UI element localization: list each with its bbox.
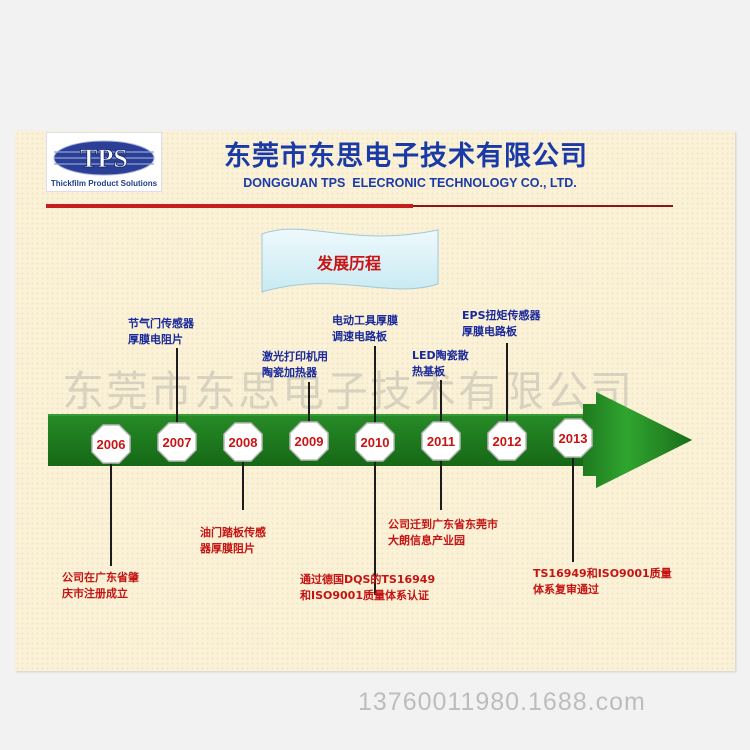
year-label: 2007 bbox=[162, 434, 192, 450]
octagon-shape bbox=[553, 418, 593, 458]
year-label: 2013 bbox=[558, 430, 588, 446]
milestone-line: 激光打印机用 bbox=[262, 350, 328, 363]
milestone-line: TS16949和ISO9001质量 bbox=[533, 567, 672, 580]
watermark: 东莞市东思电子技术有限公司 bbox=[62, 367, 635, 416]
octagon-shape bbox=[487, 421, 527, 461]
connector-line bbox=[110, 462, 112, 566]
title-banner bbox=[261, 228, 439, 293]
connector-line bbox=[440, 380, 442, 423]
banner-title: 发展历程 bbox=[316, 254, 381, 273]
milestone-label-above: EPS扭矩传感器厚膜电路板 bbox=[462, 308, 541, 340]
year-label: 2009 bbox=[294, 433, 324, 449]
milestone-line: 厚膜电路板 bbox=[462, 325, 517, 338]
milestone-line: 厚膜电阻片 bbox=[128, 333, 183, 346]
connector-line bbox=[374, 346, 376, 424]
connector-line bbox=[572, 456, 574, 562]
company-name-cn: 东莞市东思电子技术有限公司 bbox=[224, 141, 588, 172]
octagon-shape bbox=[157, 422, 197, 462]
logo-tagline: Thickfilm Product Solutions bbox=[50, 179, 158, 188]
logo-wordmark: TPS bbox=[80, 144, 128, 173]
octagon-shape bbox=[91, 424, 131, 464]
milestone-label-above: 电动工具厚膜调速电路板 bbox=[332, 313, 398, 345]
connector-line bbox=[440, 459, 442, 510]
year-marker: 2011 bbox=[421, 421, 461, 461]
milestone-line: 公司在广东省肇 bbox=[62, 571, 139, 584]
year-label: 2008 bbox=[228, 434, 258, 450]
milestone-label-below: 公司在广东省肇庆市注册成立 bbox=[62, 570, 139, 602]
milestone-label-below: 公司迁到广东省东莞市大朗信息产业园 bbox=[388, 517, 498, 549]
header-divider-red bbox=[46, 204, 413, 208]
year-marker: 2013 bbox=[553, 418, 593, 458]
milestone-line: 节气门传感器 bbox=[128, 317, 194, 330]
year-label: 2011 bbox=[426, 433, 456, 449]
milestone-line: LED陶瓷散 bbox=[412, 349, 469, 362]
octagon-shape bbox=[289, 421, 329, 461]
year-marker: 2007 bbox=[157, 422, 197, 462]
footer-contact: 13760011980.1688.com bbox=[358, 688, 646, 716]
milestone-label-below: 通过德国DQS的TS16949 和ISO9001质量体系认证 bbox=[300, 572, 435, 604]
milestone-line: 油门踏板传感 bbox=[200, 526, 266, 539]
connector-line bbox=[308, 382, 310, 423]
year-marker: 2008 bbox=[223, 422, 263, 462]
milestone-label-above: 节气门传感器厚膜电阻片 bbox=[128, 316, 194, 348]
header-divider-dark bbox=[413, 205, 673, 207]
connector-line bbox=[176, 348, 178, 424]
milestone-line: 陶瓷加热器 bbox=[262, 366, 317, 379]
year-label: 2010 bbox=[360, 434, 390, 450]
octagon-shape bbox=[223, 422, 263, 462]
connector-line bbox=[242, 460, 244, 510]
milestone-label-above: 激光打印机用陶瓷加热器 bbox=[262, 349, 328, 381]
milestone-line: 通过德国DQS的TS16949 bbox=[300, 573, 436, 586]
milestone-label-below: TS16949和ISO9001质量体系复审通过 bbox=[533, 566, 672, 598]
milestone-line: 调速电路板 bbox=[332, 330, 387, 343]
year-marker: 2010 bbox=[355, 422, 395, 462]
connector-line bbox=[506, 343, 508, 423]
milestone-label-below: 油门踏板传感器厚膜阻片 bbox=[200, 525, 266, 557]
year-marker: 2012 bbox=[487, 421, 527, 461]
milestone-line: 和ISO9001质量体系认证 bbox=[300, 589, 429, 602]
milestone-line: EPS扭矩传感器 bbox=[462, 309, 541, 322]
year-marker: 2006 bbox=[91, 424, 131, 464]
milestone-line: 体系复审通过 bbox=[533, 583, 599, 596]
year-marker: 2009 bbox=[289, 421, 329, 461]
company-logo: TPS Thickfilm Product Solutions bbox=[46, 132, 162, 192]
connector-line bbox=[374, 460, 376, 595]
milestone-line: 公司迁到广东省东莞市 bbox=[388, 518, 498, 531]
milestone-line: 大朗信息产业园 bbox=[388, 534, 465, 547]
milestone-line: 热基板 bbox=[412, 365, 445, 378]
company-name-en: DONGGUAN TPS ELECRONIC TECHNOLOGY CO., L… bbox=[243, 176, 577, 190]
milestone-line: 庆市注册成立 bbox=[62, 587, 128, 600]
octagon-shape bbox=[421, 421, 461, 461]
milestone-line: 器厚膜阻片 bbox=[200, 542, 255, 555]
milestone-line: 电动工具厚膜 bbox=[332, 314, 398, 327]
year-label: 2012 bbox=[492, 433, 522, 449]
year-label: 2006 bbox=[96, 436, 126, 452]
octagon-shape bbox=[355, 422, 395, 462]
milestone-label-above: LED陶瓷散热基板 bbox=[412, 348, 469, 380]
